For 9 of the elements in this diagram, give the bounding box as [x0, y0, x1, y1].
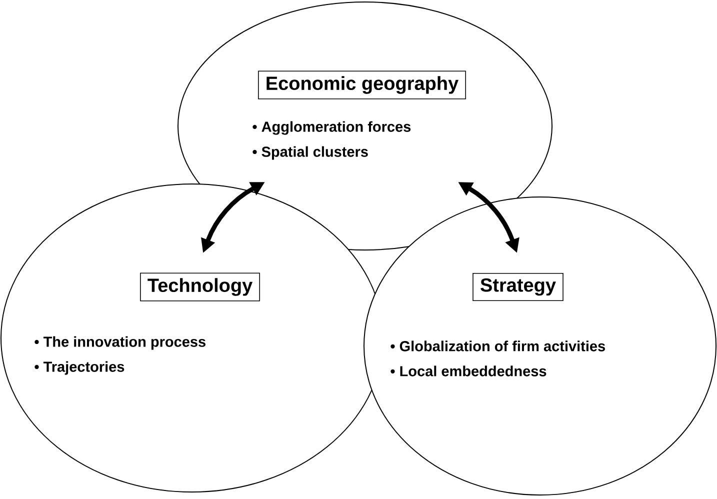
heading-box: Technology	[140, 272, 260, 302]
bullet-item: • Globalization of firm activities	[390, 340, 605, 352]
bullet-item: • Local embeddedness	[390, 366, 546, 376]
heading-box: Economic geography	[258, 70, 466, 100]
bullet-item: • Agglomeration forces	[252, 121, 411, 135]
bullet-item: • The innovation process	[34, 336, 206, 350]
heading-box: Strategy	[472, 272, 564, 302]
bullet-item: • Spatial clusters	[252, 146, 368, 160]
bullet-item: • Trajectories	[34, 361, 124, 375]
